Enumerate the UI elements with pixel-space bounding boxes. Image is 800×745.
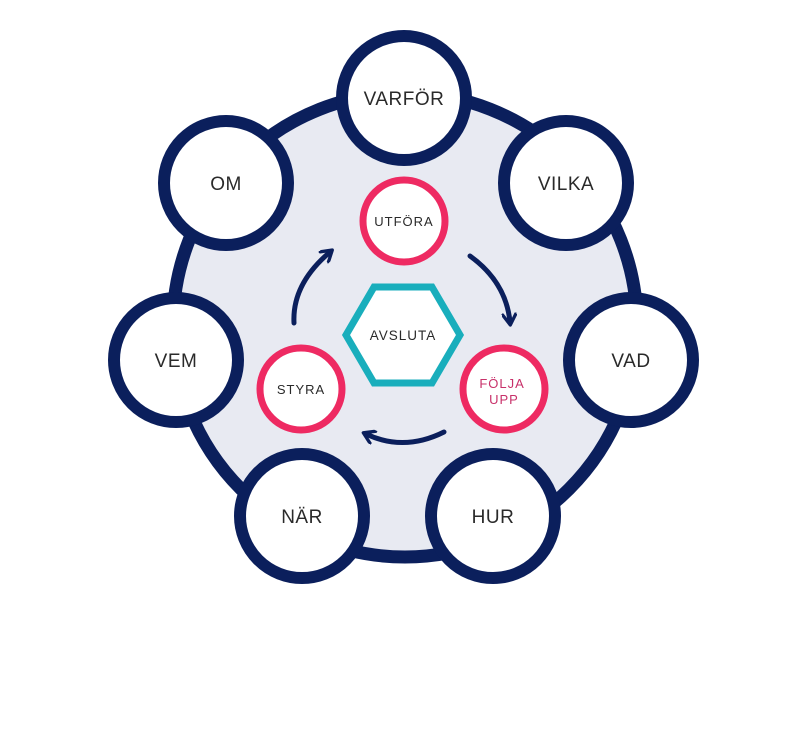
node-vilka-label: VILKA (538, 174, 594, 195)
inner-node-styra: STYRA (256, 344, 346, 434)
node-vad: VAD (563, 292, 699, 428)
inner-node-folja-upp-label: FÖLJA UPP (479, 376, 528, 407)
arrow-folja-to-styra (366, 432, 447, 445)
inner-node-folja-upp-circle (459, 344, 549, 434)
node-vad-label: VAD (611, 351, 650, 372)
inner-node-styra-label: STYRA (277, 382, 325, 397)
center-hexagon-label: AVSLUTA (370, 328, 437, 343)
node-om-circle (158, 115, 294, 251)
node-vem-circle (108, 292, 244, 428)
node-varfor: VARFÖR (336, 30, 472, 166)
inner-node-styra-circle (256, 344, 346, 434)
node-varfor-label: VARFÖR (364, 89, 445, 110)
node-hur-circle (425, 448, 561, 584)
node-hur: HUR (425, 448, 561, 584)
inner-node-utfora-circle (359, 176, 449, 266)
inner-node-utfora-label: UTFÖRA (374, 214, 433, 229)
inner-node-folja-upp: FÖLJA UPP (459, 344, 549, 434)
inner-node-utfora: UTFÖRA (359, 176, 449, 266)
node-vilka: VILKA (498, 115, 634, 251)
node-nar-circle (234, 448, 370, 584)
node-vilka-circle (498, 115, 634, 251)
node-vem: VEM (108, 292, 244, 428)
arrow-styra-to-utfora (291, 252, 330, 326)
node-om-label: OM (210, 174, 242, 195)
center-hexagon: AVSLUTA (341, 283, 465, 387)
center-hexagon-shape (341, 283, 465, 387)
node-hur-label: HUR (472, 507, 515, 528)
inner-node-folja-line2: UPP (489, 392, 519, 407)
node-vem-label: VEM (155, 351, 198, 372)
node-varfor-circle (336, 30, 472, 166)
node-nar: NÄR (234, 448, 370, 584)
node-om: OM (158, 115, 294, 251)
inner-node-folja-line1: FÖLJA (479, 376, 524, 391)
node-vad-circle (563, 292, 699, 428)
arrow-utfora-to-folja (467, 253, 510, 322)
node-nar-label: NÄR (281, 507, 323, 528)
